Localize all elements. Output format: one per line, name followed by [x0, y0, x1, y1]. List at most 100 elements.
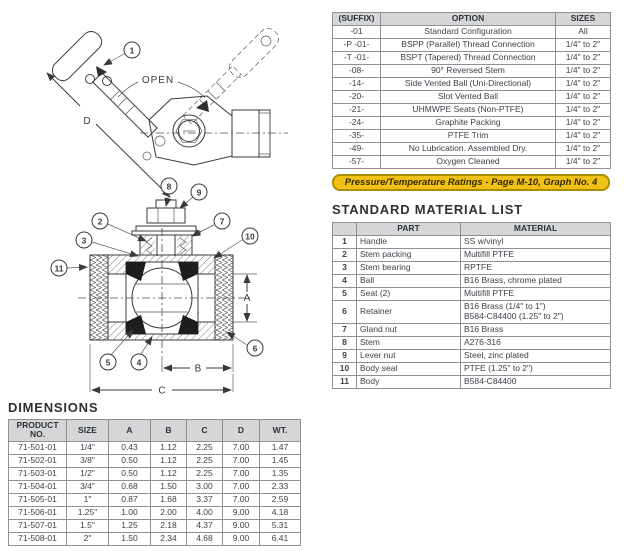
table-cell: Stem — [356, 335, 461, 350]
table-cell: A276-316 — [460, 335, 611, 350]
table-cell: -35- — [332, 129, 381, 143]
table-cell: Standard Configuration — [380, 25, 556, 39]
table-cell: 7.00 — [222, 453, 260, 468]
table-cell: Multifill PTFE — [460, 287, 611, 301]
table-cell: Oxygen Cleaned — [380, 155, 556, 169]
table-cell: 1/4" to 2" — [555, 155, 611, 169]
table-cell: 1.12 — [150, 466, 187, 481]
dimension-c: C — [89, 344, 234, 397]
table-cell: RPTFE — [460, 261, 611, 275]
table-cell: -21- — [332, 103, 381, 117]
table-cell: -01 — [332, 25, 381, 39]
table-cell: SS w/vinyl — [460, 235, 611, 249]
table-cell: 2.59 — [259, 492, 301, 507]
table-cell: -49- — [332, 142, 381, 156]
table-cell: 1.00 — [108, 505, 151, 520]
table-cell: PTFE Trim — [380, 129, 556, 143]
table-cell: 5.31 — [259, 518, 301, 533]
handle-stop-tab — [196, 100, 209, 112]
table-cell: 8 — [332, 335, 357, 350]
table-cell: Ball — [356, 274, 461, 288]
table-cell: PRODUCT NO. — [8, 419, 67, 442]
table-cell: 71-507-01 — [8, 518, 67, 533]
table-cell: -08- — [332, 64, 381, 78]
table-cell: 7.00 — [222, 440, 260, 455]
svg-text:4: 4 — [137, 358, 142, 368]
table-cell: -14- — [332, 77, 381, 91]
callout-11: 11 — [50, 259, 88, 277]
table-cell: 9 — [332, 348, 357, 363]
table-cell: PTFE (1.25" to 2") — [460, 361, 611, 376]
svg-text:11: 11 — [55, 264, 64, 274]
table-cell: 7 — [332, 322, 357, 337]
callout-6: 6 — [226, 331, 264, 357]
handle-stop-tab — [96, 66, 107, 77]
table-cell: 3/4" — [66, 479, 109, 494]
table-cell: 3.37 — [186, 492, 223, 507]
table-cell: 71-505-01 — [8, 492, 67, 507]
svg-text:1: 1 — [130, 46, 135, 56]
table-cell: 1.35 — [259, 466, 301, 481]
table-cell: SIZES — [555, 12, 611, 26]
dimensions-title: DIMENSIONS — [8, 400, 99, 415]
callout-7: 7 — [191, 212, 231, 237]
handle-open — [51, 30, 158, 138]
table-cell: 2.25 — [186, 453, 223, 468]
table-cell: PART — [356, 222, 461, 236]
table-cell: 1.68 — [150, 492, 187, 507]
table-cell: 3 — [332, 261, 357, 275]
table-cell: 1" — [66, 492, 109, 507]
table-cell: Multifill PTFE — [460, 248, 611, 262]
table-cell: Handle — [356, 235, 461, 249]
table-cell: 4.18 — [259, 505, 301, 520]
table-cell: 7.00 — [222, 466, 260, 481]
table-cell: 4.68 — [186, 531, 223, 546]
table-cell: A — [108, 419, 151, 442]
table-cell: 2.25 — [186, 466, 223, 481]
table-cell: Gland nut — [356, 322, 461, 337]
table-row: -21-UHMWPE Seats (Non-PTFE)1/4" to 2" — [332, 103, 611, 117]
table-cell: 1/4" — [66, 440, 109, 455]
table-cell: 1.25" — [66, 505, 109, 520]
table-cell: B16 Brass — [460, 322, 611, 337]
table-cell: 90° Reversed Stem — [380, 64, 556, 78]
table-cell: 1/4" to 2" — [555, 116, 611, 130]
table-cell: -T -01- — [332, 51, 381, 65]
dim-a-label: A — [244, 293, 251, 304]
table-cell: 71-502-01 — [8, 453, 67, 468]
table-cell: 1.25 — [108, 518, 151, 533]
dim-c-label: C — [158, 386, 165, 397]
svg-text:5: 5 — [106, 358, 111, 368]
table-cell: B — [150, 419, 187, 442]
table-cell: 1/4" to 2" — [555, 77, 611, 91]
open-label: OPEN — [142, 75, 174, 86]
open-arc-left — [117, 81, 139, 98]
table-cell: 0.43 — [108, 440, 151, 455]
table-cell: 1/4" to 2" — [555, 103, 611, 117]
table-cell: 1.50 — [108, 531, 151, 546]
table-cell: -24- — [332, 116, 381, 130]
table-cell: 0.87 — [108, 492, 151, 507]
callout-9: 9 — [179, 183, 208, 209]
table-cell: 71-506-01 — [8, 505, 67, 520]
table-cell: Steel, zinc plated — [460, 348, 611, 363]
table-cell: All — [555, 25, 611, 39]
table-cell: 4.00 — [186, 505, 223, 520]
table-cell: 1/4" to 2" — [555, 90, 611, 104]
